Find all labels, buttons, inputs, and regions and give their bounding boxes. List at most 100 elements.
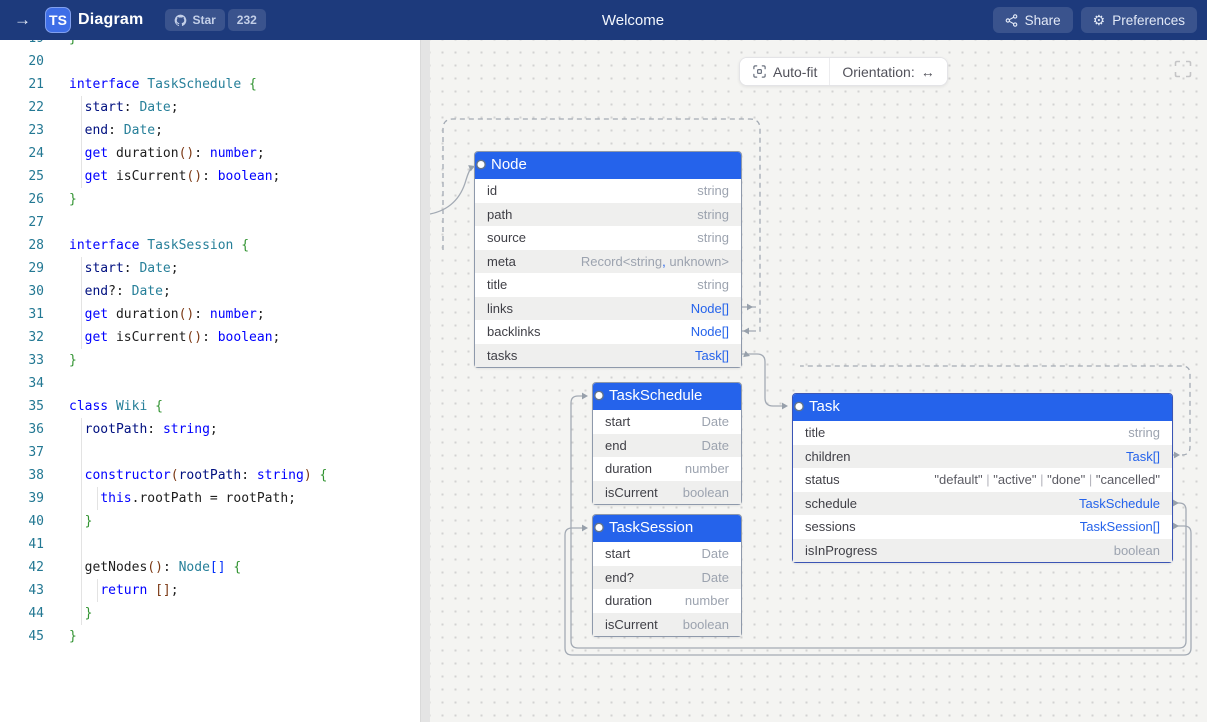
- indent-guide: [81, 119, 82, 142]
- entity-field-isinprogress[interactable]: isInProgress boolean: [793, 538, 1172, 562]
- code-text: }: [69, 510, 92, 533]
- field-name: backlinks: [487, 324, 541, 340]
- entity-field-sessions[interactable]: sessions TaskSession[]: [793, 515, 1172, 539]
- line-number: 35: [28, 399, 44, 414]
- github-star-count[interactable]: 232: [227, 9, 266, 31]
- orientation-arrows-icon: ↔: [920, 63, 935, 80]
- line-number: 36: [28, 422, 44, 437]
- code-text: return [];: [69, 579, 179, 602]
- line-number: 33: [28, 353, 44, 368]
- entity-field-links[interactable]: links Node[]: [475, 296, 741, 320]
- line-number: 24: [28, 146, 44, 161]
- code-text: end: Date;: [69, 119, 163, 142]
- code-line: 36 rootPath: string;: [0, 418, 420, 441]
- indent-guide: [81, 418, 82, 441]
- ts-logo[interactable]: TS: [45, 7, 71, 33]
- line-number: 37: [28, 445, 44, 460]
- entity-field-end[interactable]: end?Date: [593, 565, 741, 589]
- indent-guide: [81, 142, 82, 165]
- code-text: get isCurrent(): boolean;: [69, 326, 280, 349]
- field-type[interactable]: TaskSession[]: [1079, 519, 1160, 535]
- sidebar-toggle-arrow-icon[interactable]: →: [14, 10, 31, 29]
- app-header: → TS Diagram Star 232 Welcome Share ⚙ Pr: [0, 0, 1207, 40]
- field-name: meta: [487, 253, 516, 269]
- entity-header-taskschedule[interactable]: TaskSchedule: [593, 383, 741, 410]
- share-icon: [1005, 13, 1017, 27]
- edge-wiki-to-node: [430, 166, 473, 215]
- field-type[interactable]: Node[]: [690, 324, 729, 340]
- code-text: class Wiki {: [69, 399, 163, 414]
- field-type[interactable]: Task[]: [1126, 448, 1160, 464]
- line-number: 26: [28, 192, 44, 207]
- field-name: isInProgress: [805, 542, 878, 558]
- entity-field-status[interactable]: status"default" | "active" | "done" | "c…: [793, 468, 1172, 492]
- gear-icon: ⚙: [1092, 12, 1106, 28]
- indent-guide: [81, 441, 82, 464]
- line-number: 19: [0, 40, 44, 50]
- field-name: isCurrent: [605, 484, 658, 500]
- code-line: 26}: [0, 188, 420, 211]
- entity-field-backlinks[interactable]: backlinks Node[]: [475, 320, 741, 344]
- share-button[interactable]: Share: [992, 7, 1073, 33]
- code-line: 32 get isCurrent(): boolean;: [0, 326, 420, 349]
- field-type[interactable]: Node[]: [690, 300, 729, 316]
- line-number: 45: [28, 629, 44, 644]
- fullscreen-icon[interactable]: [1174, 60, 1192, 78]
- field-type: boolean: [1113, 542, 1160, 558]
- auto-fit-button[interactable]: Auto-fit: [740, 58, 830, 85]
- indent-guide: [81, 579, 82, 602]
- orientation-button[interactable]: Orientation: ↔: [829, 58, 947, 85]
- entity-header-task[interactable]: Task: [793, 394, 1172, 421]
- github-star-button[interactable]: Star: [165, 9, 225, 31]
- preferences-button[interactable]: ⚙ Preferences: [1080, 7, 1197, 33]
- field-type[interactable]: TaskSchedule: [1079, 495, 1160, 511]
- field-name: isCurrent: [605, 616, 658, 632]
- code-text: start: Date;: [69, 96, 179, 119]
- code-line: 38 constructor(rootPath: string) {: [0, 464, 420, 487]
- indent-guide: [81, 303, 82, 326]
- entity-header-node[interactable]: Node: [475, 152, 741, 179]
- code-text: constructor(rootPath: string) {: [69, 464, 327, 487]
- editor-scrollbar[interactable]: [420, 40, 430, 722]
- code-line: 37: [0, 441, 420, 464]
- indent-guide: [81, 533, 82, 556]
- field-name: duration: [605, 461, 652, 477]
- field-name: sessions: [805, 519, 856, 535]
- code-line: 29 start: Date;: [0, 257, 420, 280]
- line-number: 21: [28, 77, 44, 92]
- field-name: end?: [605, 569, 634, 585]
- code-text: getNodes(): Node[] {: [69, 556, 241, 579]
- line-number: 40: [28, 514, 44, 529]
- line-number: 38: [28, 468, 44, 483]
- field-type[interactable]: Task[]: [695, 347, 729, 363]
- indent-guide: [97, 487, 98, 510]
- code-line: 43 return [];: [0, 579, 420, 602]
- entity-header-tasksession[interactable]: TaskSession: [593, 515, 741, 542]
- field-name: links: [487, 300, 514, 316]
- app-title: Diagram: [78, 11, 144, 28]
